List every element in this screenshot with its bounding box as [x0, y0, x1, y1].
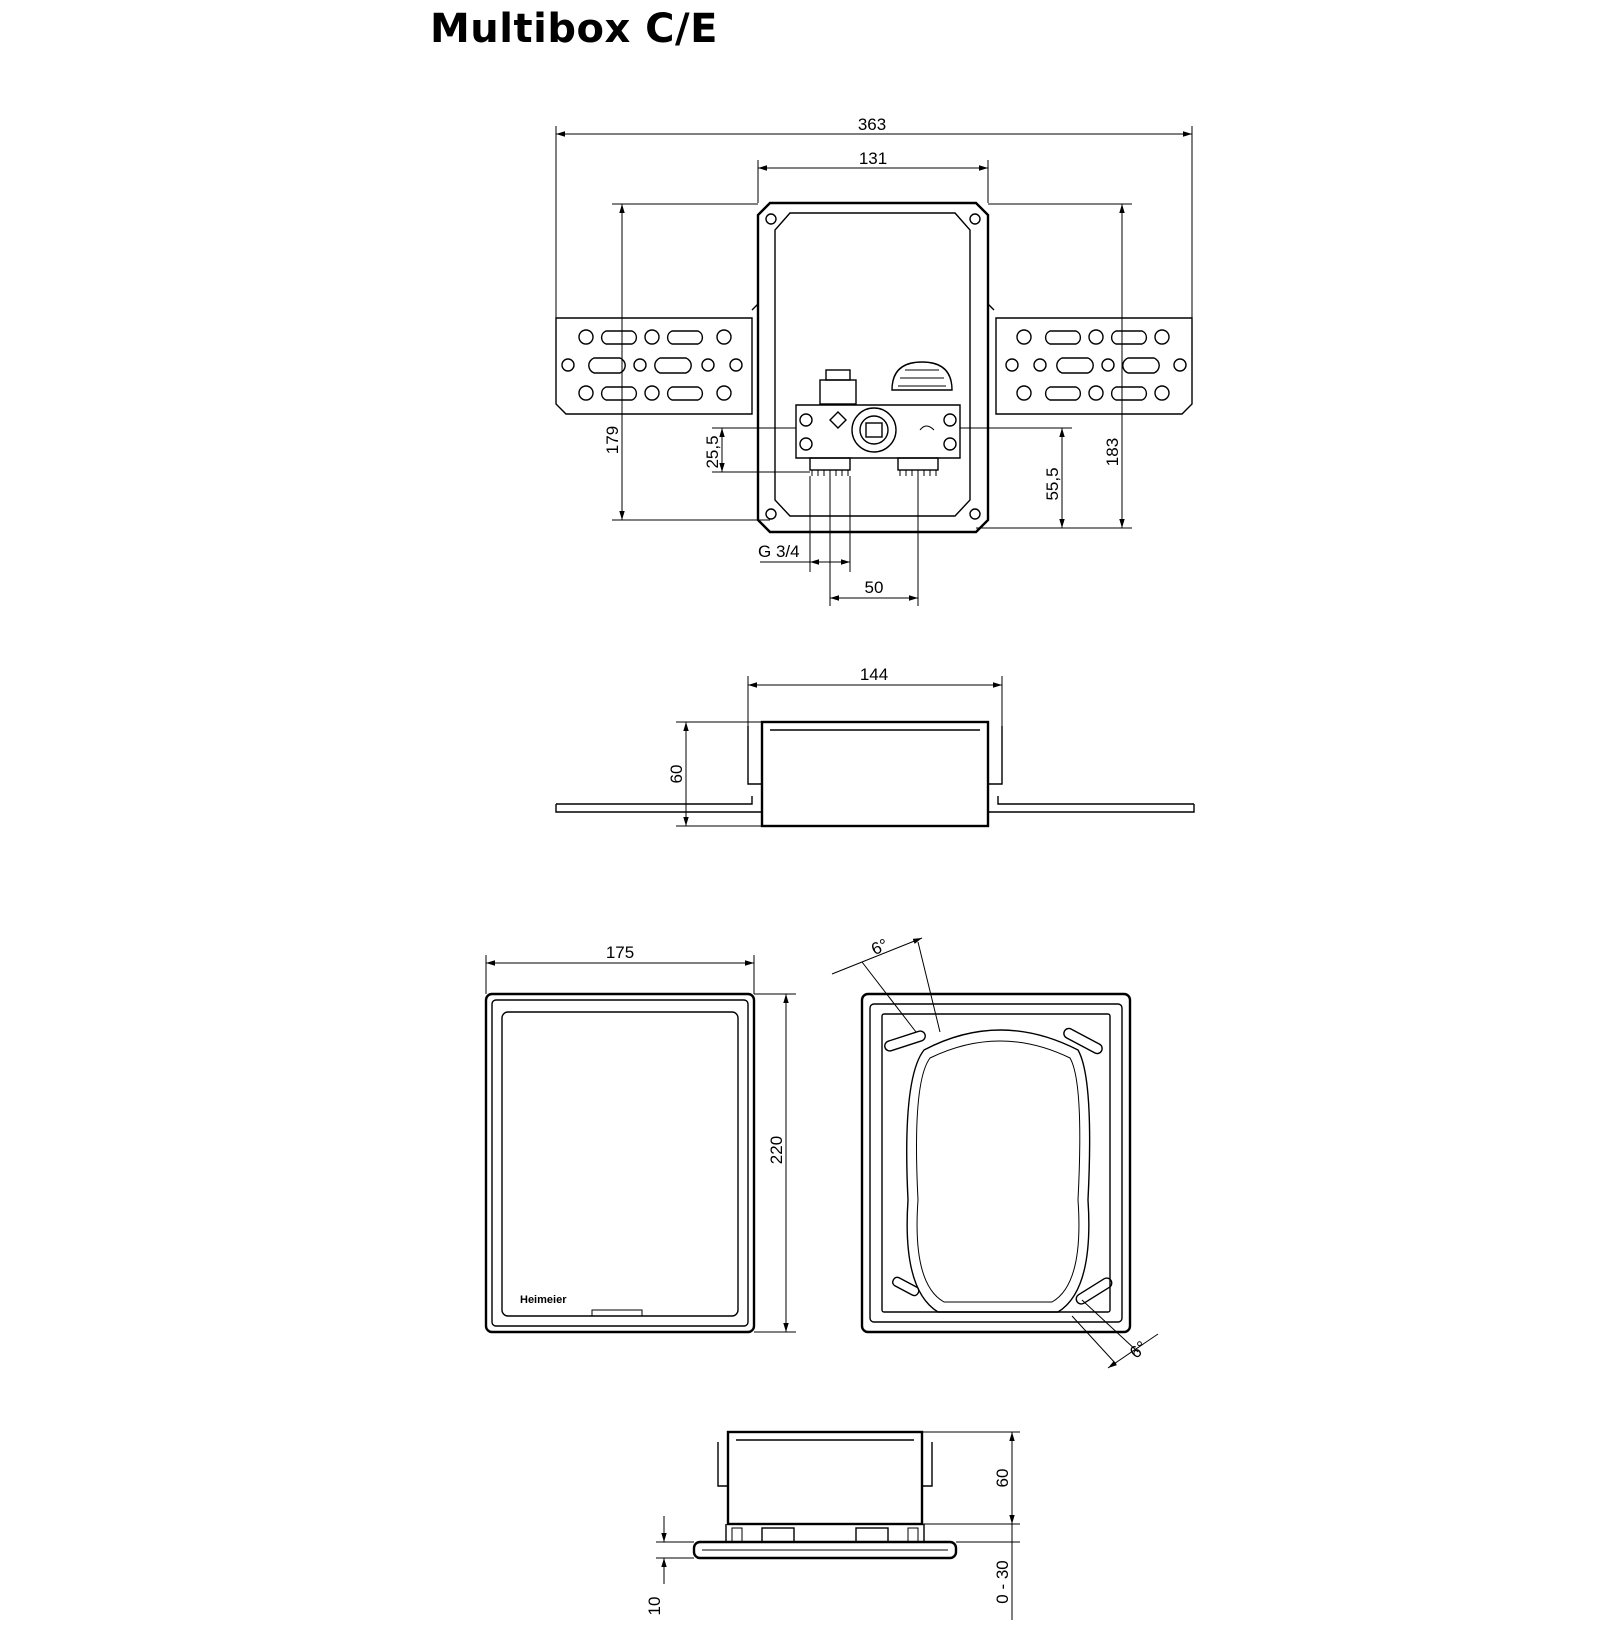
front-view: 363 131 179 183 25,5 55,5 — [555, 115, 1193, 606]
dim-overall-width: 363 — [858, 115, 886, 134]
brand-label: Heimeier — [520, 1294, 567, 1306]
frame-view: 6° 6° — [831, 935, 1159, 1369]
dim-cover-width: 175 — [606, 943, 634, 962]
dim-box-width: 131 — [859, 149, 887, 168]
mounting-rail-right — [995, 317, 1193, 415]
angle-top: 6° — [868, 935, 891, 959]
dim-height-left: 179 — [603, 426, 622, 454]
dim-cover-height: 220 — [767, 1136, 786, 1164]
dim-height-right: 183 — [1103, 438, 1122, 466]
dim-top-depth: 60 — [667, 765, 686, 784]
dim-outlet-offset: 55,5 — [1043, 467, 1062, 500]
side-view: 60 0 - 30 10 — [645, 1430, 1020, 1620]
dim-valve-offset: 25,5 — [703, 435, 722, 468]
dim-thread: G 3/4 — [758, 542, 800, 561]
valve-assembly — [795, 361, 961, 476]
cover-view: Heimeier 175 220 — [484, 943, 796, 1334]
dim-side-depth: 60 — [993, 1469, 1012, 1488]
dim-side-range: 0 - 30 — [993, 1560, 1012, 1603]
dim-side-plate: 10 — [645, 1597, 664, 1616]
mounting-rail-left — [555, 317, 753, 415]
dim-spacing: 50 — [865, 578, 884, 597]
box-housing — [751, 201, 995, 534]
top-view: 144 60 — [555, 665, 1195, 828]
dim-top-width: 144 — [860, 665, 888, 684]
drawing-title: Multibox C/E — [430, 6, 718, 52]
